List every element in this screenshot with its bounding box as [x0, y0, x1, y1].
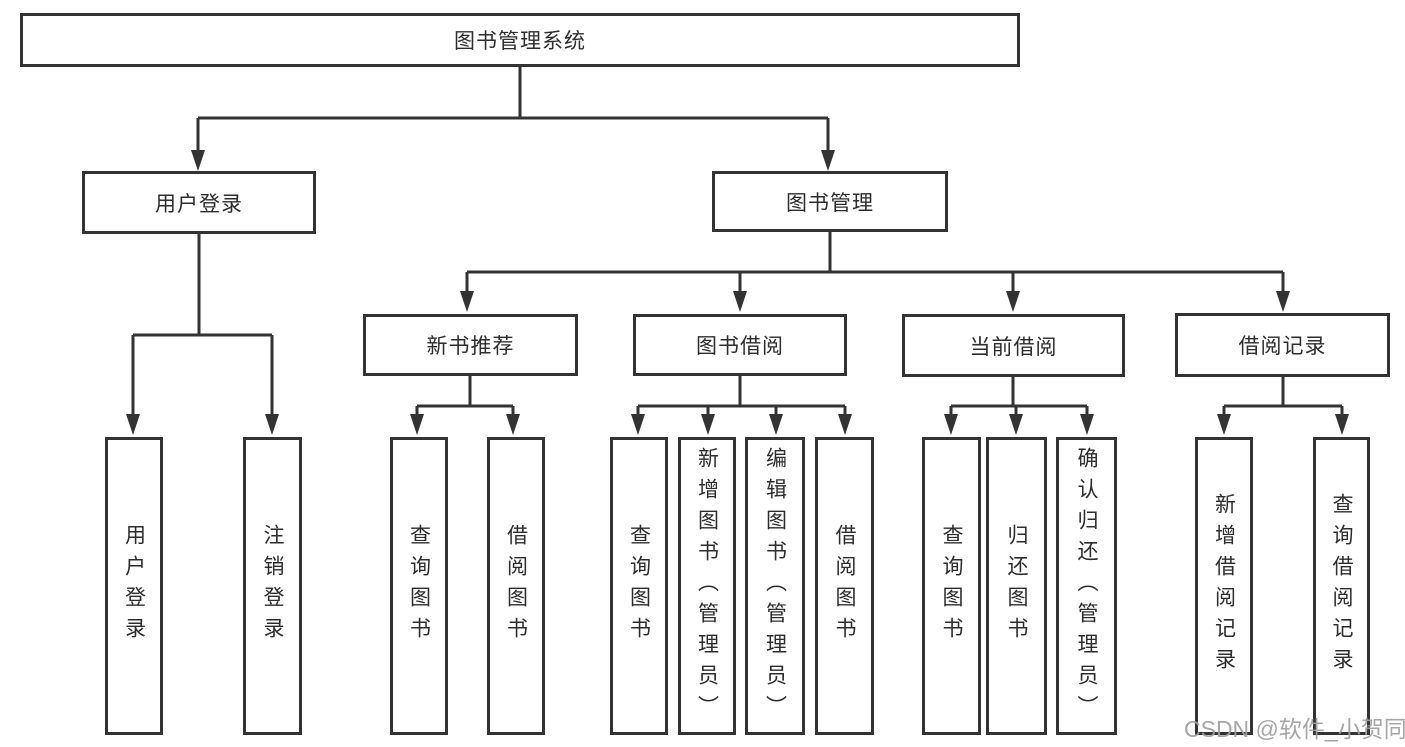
connector-root-to-level2	[191, 67, 835, 171]
node-label: 图书管理系统	[454, 30, 586, 53]
arrow-down	[506, 414, 520, 435]
connector-book-management-children	[460, 232, 1290, 312]
leaf-borrow-books-recommendation: 借阅图书	[487, 437, 545, 735]
arrow-down	[1009, 414, 1023, 435]
arrow-down	[460, 291, 474, 312]
node-label: 新书推荐	[426, 335, 515, 358]
leaf-label: 新增图书（管理员）	[695, 446, 719, 726]
connector-current-borrowing-children	[944, 377, 1094, 435]
csdn-watermark: CSDN @软件_小贺同学	[1184, 716, 1405, 742]
arrow-down	[838, 414, 852, 435]
arrow-down	[1006, 291, 1020, 312]
node-borrowing-records: 借阅记录	[1175, 313, 1390, 377]
connector-borrowing-records-children	[1217, 377, 1349, 435]
arrow-down	[126, 414, 140, 435]
node-book-borrowing: 图书借阅	[633, 314, 847, 376]
node-new-book-recommendation: 新书推荐	[363, 314, 578, 376]
arrow-down	[944, 414, 958, 435]
node-book-management: 图书管理	[712, 171, 948, 232]
arrow-down	[769, 414, 783, 435]
node-library-management-system: 图书管理系统	[20, 13, 1020, 67]
arrow-down	[1335, 414, 1349, 435]
leaf-label: 查询图书	[407, 524, 431, 648]
leaf-add-borrowing-record: 新增借阅记录	[1195, 437, 1253, 735]
leaf-label: 用户登录	[122, 524, 146, 648]
arrow-down	[733, 291, 747, 312]
arrow-down	[631, 414, 645, 435]
arrow-down	[821, 150, 835, 171]
leaf-user-login: 用户登录	[105, 437, 163, 735]
leaf-confirm-return-admin: 确认归还（管理员）	[1056, 437, 1117, 735]
node-label: 图书管理	[786, 191, 874, 215]
leaf-return-books: 归还图书	[986, 437, 1047, 735]
node-current-borrowing: 当前借阅	[902, 314, 1125, 377]
node-user-login-group: 用户登录	[82, 171, 316, 234]
leaf-borrow-books: 借阅图书	[815, 437, 874, 735]
arrow-down	[1217, 414, 1231, 435]
leaf-add-books-admin: 新增图书（管理员）	[678, 437, 736, 735]
arrow-down	[701, 414, 715, 435]
leaf-label: 编辑图书（管理员）	[763, 446, 787, 726]
node-label: 借阅记录	[1238, 335, 1327, 358]
node-label: 当前借阅	[969, 335, 1058, 359]
leaf-edit-books-admin: 编辑图书（管理员）	[745, 437, 805, 735]
leaf-query-books-current: 查询图书	[922, 437, 981, 735]
arrow-down	[265, 414, 279, 435]
leaf-label: 借阅图书	[833, 524, 856, 648]
leaf-label: 借阅图书	[504, 524, 528, 648]
leaf-label: 确认归还（管理员）	[1075, 446, 1098, 726]
leaf-label: 查询图书	[940, 524, 963, 648]
leaf-query-books-borrowing: 查询图书	[610, 437, 668, 735]
leaf-label: 查询借阅记录	[1330, 493, 1353, 679]
arrow-down	[1080, 414, 1094, 435]
leaf-logout: 注销登录	[243, 437, 302, 735]
leaf-label: 新增借阅记录	[1212, 493, 1236, 679]
leaf-label: 查询图书	[627, 524, 651, 648]
leaf-label: 归还图书	[1005, 524, 1028, 648]
connector-user-login-children	[126, 234, 279, 435]
node-label: 用户登录	[155, 192, 243, 216]
arrow-down	[191, 150, 205, 171]
connector-book-borrowing-children	[631, 376, 852, 435]
leaf-query-books-recommendation: 查询图书	[390, 437, 448, 735]
leaf-query-borrowing-record: 查询借阅记录	[1313, 437, 1370, 735]
node-label: 图书借阅	[696, 335, 784, 358]
connector-new-book-recommendation-children	[410, 376, 520, 435]
leaf-label: 注销登录	[261, 524, 284, 648]
arrow-down	[1276, 291, 1290, 312]
arrow-down	[410, 414, 424, 435]
